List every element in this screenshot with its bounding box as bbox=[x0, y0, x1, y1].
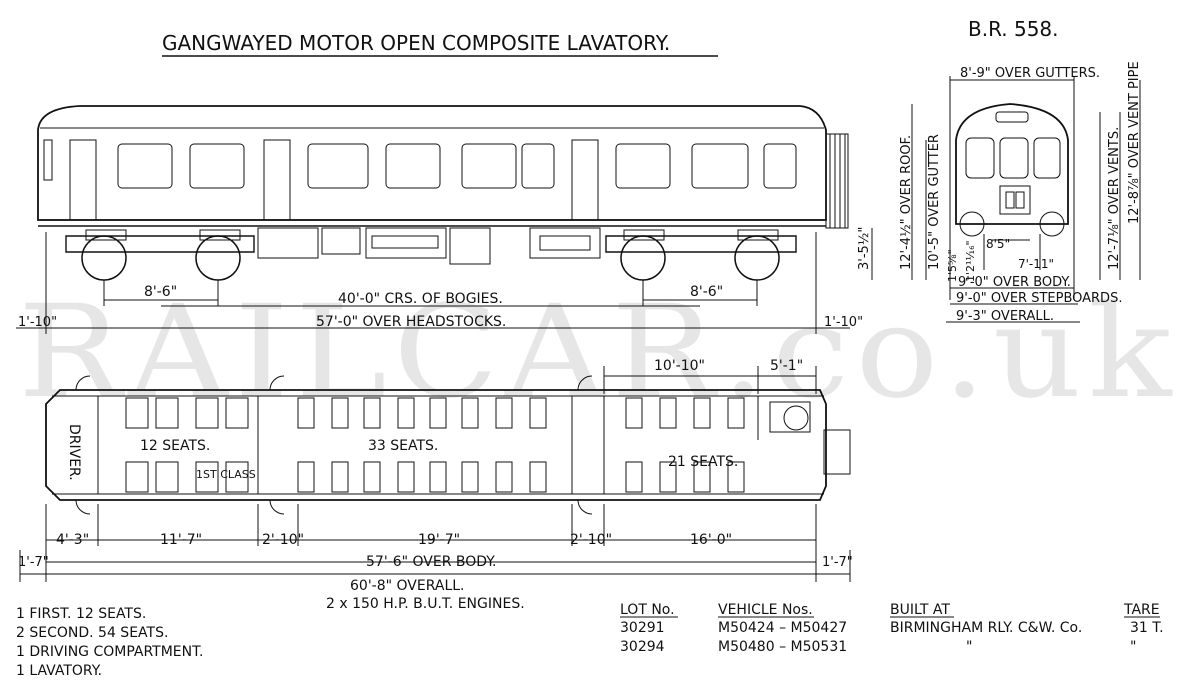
dim-small-left: 1'5⅝" bbox=[946, 249, 959, 282]
dim-plan-10-10: 10'-10" bbox=[654, 358, 705, 374]
label-first-class: 1ST CLASS bbox=[196, 468, 256, 481]
dim-plan-end-left: 1'-7" bbox=[18, 555, 49, 570]
end-elevation bbox=[911, 76, 1141, 323]
page-title: GANGWAYED MOTOR OPEN COMPOSITE LAVATORY. bbox=[162, 31, 670, 55]
table-header-built: BUILT AT bbox=[890, 602, 950, 618]
engines-note: 2 x 150 H.P. B.U.T. ENGINES. bbox=[326, 596, 525, 612]
table-header-lot: LOT No. bbox=[620, 602, 675, 618]
dim-plan-end-right: 1'-7" bbox=[822, 555, 853, 570]
dim-headstock-height: 3'-5½" bbox=[857, 227, 872, 270]
table-row-2-tare: " bbox=[1130, 639, 1136, 655]
dim-7-11: 7'-11" bbox=[1018, 257, 1054, 271]
table-header-tare: TARE bbox=[1123, 602, 1160, 618]
dim-overall-end: 9'-3" OVERALL. bbox=[956, 309, 1054, 324]
label-driver: DRIVER. bbox=[66, 424, 82, 481]
dim-end-right: 1'-10" bbox=[824, 315, 863, 330]
dim-4-3: 4'-3" bbox=[56, 532, 89, 548]
dim-end-left: 1'-10" bbox=[18, 315, 57, 330]
dim-19-7: 19'-7" bbox=[418, 532, 460, 548]
dim-bogie-wheelbase-right: 8'-6" bbox=[690, 284, 723, 300]
dim-bogie-wheelbase-left: 8'-6" bbox=[144, 284, 177, 300]
dim-bogie-centres: 40'-0" CRS. OF BOGIES. bbox=[338, 291, 503, 307]
dim-11-7: 11'-7" bbox=[160, 532, 202, 548]
dim-16-0: 16'-0" bbox=[690, 532, 732, 548]
left-bogie bbox=[65, 229, 255, 281]
dim-over-body-end: 9'-0" OVER BODY. bbox=[958, 275, 1071, 290]
table-row-1-lot: 30291 bbox=[620, 620, 665, 636]
lot-table: LOT No. VEHICLE Nos. BUILT AT TARE 30291… bbox=[620, 602, 1164, 655]
plan-view bbox=[19, 366, 851, 582]
table-row-2-built: " bbox=[966, 639, 972, 655]
table-row-1-built: BIRMINGHAM RLY. C&W. Co. bbox=[890, 620, 1082, 636]
dim-plan-5-1: 5'-1" bbox=[770, 358, 803, 374]
dim-over-gutters: 8'-9" OVER GUTTERS. bbox=[960, 66, 1100, 81]
table-header-vehicle: VEHICLE Nos. bbox=[718, 602, 813, 618]
table-row-1-vehicles: M50424 – M50427 bbox=[718, 620, 847, 636]
summary-line-2: 2 SECOND. 54 SEATS. bbox=[16, 625, 168, 641]
dim-2-10-b: 2'-10" bbox=[570, 532, 612, 548]
summary-line-1: 1 FIRST. 12 SEATS. bbox=[16, 606, 146, 622]
dim-8-5: 8'5" bbox=[986, 237, 1010, 251]
table-row-2-lot: 30294 bbox=[620, 639, 665, 655]
side-elevation bbox=[16, 105, 873, 334]
dim-over-stepboards: 9'-0" OVER STEPBOARDS. bbox=[956, 291, 1122, 306]
dim-vent-pipe: 12'-8⅞" OVER VENT PIPE bbox=[1127, 61, 1142, 224]
summary-line-4: 1 LAVATORY. bbox=[16, 663, 102, 679]
dim-overall-plan: 60'-8" OVERALL. bbox=[350, 578, 465, 594]
dim-over-roof: 12'-4½" OVER ROOF. bbox=[899, 135, 914, 270]
label-mid-seats: 33 SEATS. bbox=[368, 438, 438, 454]
diagram-number: B.R. 558. bbox=[968, 17, 1059, 41]
dim-over-body-plan: 57'-6" OVER BODY. bbox=[366, 554, 496, 570]
summary-line-3: 1 DRIVING COMPARTMENT. bbox=[16, 644, 203, 660]
label-first-seats: 12 SEATS. bbox=[140, 438, 210, 454]
dim-over-headstocks: 57'-0" OVER HEADSTOCKS. bbox=[316, 314, 506, 330]
dim-small-right: 1'2¹¹⁄₁₆" bbox=[964, 240, 977, 282]
table-row-1-tare: 31 T. bbox=[1130, 620, 1164, 636]
dim-over-gutter: 10'-5" OVER GUTTER bbox=[927, 134, 942, 270]
watermark: RAILCAR.co.uk bbox=[18, 278, 1178, 427]
underframe-equipment bbox=[257, 227, 601, 265]
right-bogie bbox=[605, 229, 797, 281]
table-row-2-vehicles: M50480 – M50531 bbox=[718, 639, 847, 655]
dim-over-vents: 12'-7⅛" OVER VENTS. bbox=[1107, 127, 1122, 270]
dim-2-10-a: 2'-10" bbox=[262, 532, 304, 548]
label-rear-seats: 21 SEATS. bbox=[668, 454, 738, 470]
